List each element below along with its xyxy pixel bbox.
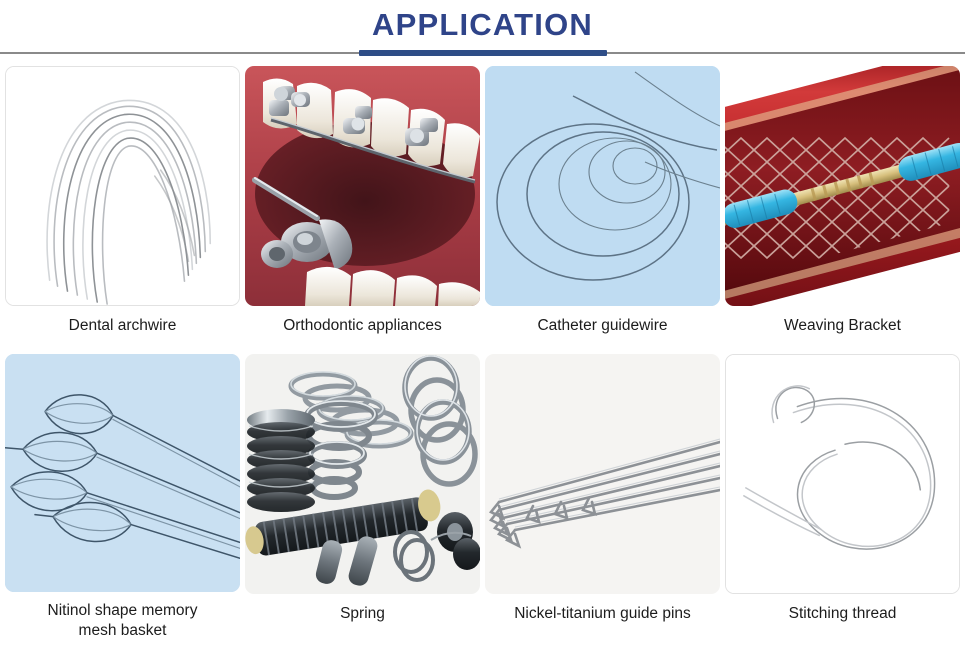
application-card[interactable]: Nickel-titanium guide pins [484, 354, 721, 641]
nickel-titanium-guide-pins-photo [485, 354, 720, 594]
catheter-guidewire-photo [485, 66, 720, 306]
application-card[interactable]: Stitching thread [724, 354, 961, 641]
title-divider [0, 50, 965, 58]
divider-accent-bar [358, 50, 607, 56]
application-card[interactable]: Dental archwire [4, 66, 241, 353]
spring-photo [245, 354, 480, 594]
page-header: APPLICATION [0, 0, 965, 58]
page-title: APPLICATION [371, 7, 593, 42]
stitching-thread-photo [725, 354, 960, 594]
dental-archwire-photo [5, 66, 240, 306]
application-card[interactable]: Spring [244, 354, 481, 641]
caption-line-1: Nitinol shape memory [47, 602, 198, 619]
application-card[interactable]: Catheter guidewire [484, 66, 721, 353]
application-card[interactable]: Nitinol shape memory mesh basket [4, 354, 241, 641]
card-caption: Orthodontic appliances [283, 317, 442, 334]
orthodontic-appliances-photo [245, 66, 480, 306]
card-caption: Weaving Bracket [784, 317, 901, 334]
card-caption: Spring [340, 605, 385, 622]
caption-line-2: mesh basket [78, 622, 167, 639]
application-card[interactable]: Orthodontic appliances [244, 66, 481, 353]
card-caption: Dental archwire [68, 317, 177, 334]
card-caption: Nickel-titanium guide pins [514, 605, 691, 622]
weaving-bracket-stent-photo [725, 66, 960, 306]
application-card-grid: Dental archwire [4, 66, 961, 641]
card-caption: Catheter guidewire [537, 317, 668, 334]
nitinol-mesh-basket-photo [5, 354, 240, 592]
card-caption: Stitching thread [788, 605, 897, 622]
application-card[interactable]: Weaving Bracket [724, 66, 961, 353]
card-caption: Nitinol shape memory mesh basket [5, 601, 240, 641]
